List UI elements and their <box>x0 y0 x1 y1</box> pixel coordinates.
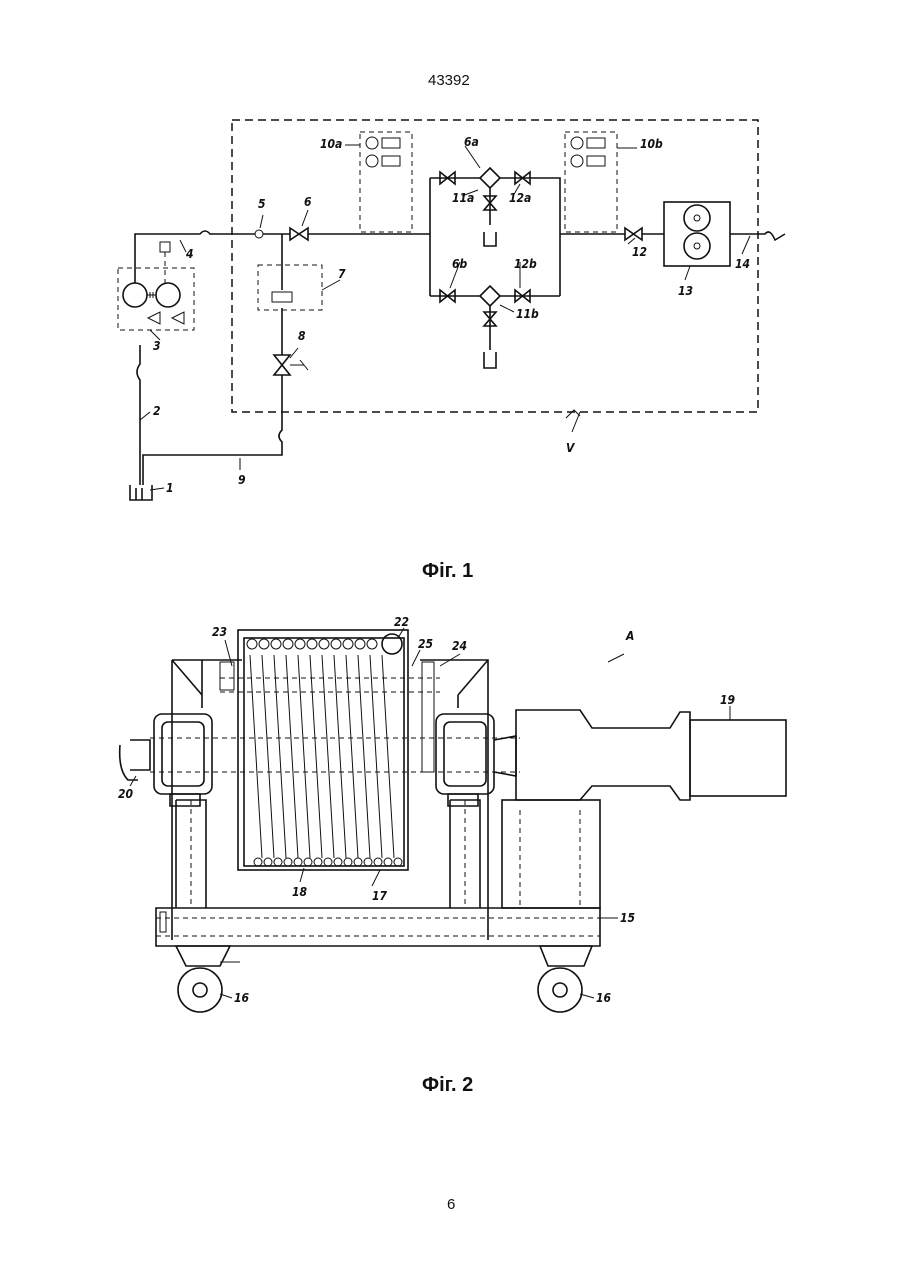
label-2: 2 <box>153 404 161 418</box>
label-1: 1 <box>166 481 174 495</box>
pump-valves <box>148 312 184 324</box>
wheel-right <box>538 968 582 1012</box>
return-line <box>143 234 282 485</box>
label-16-left: 16 <box>234 991 250 1005</box>
gauge-box <box>160 242 170 252</box>
label-12a: 12a <box>509 191 531 205</box>
pressure-line <box>135 231 230 283</box>
label-20: 20 <box>118 787 134 801</box>
relief-valve-box <box>258 265 322 310</box>
label-5: 5 <box>258 197 266 211</box>
relief-valve <box>272 292 292 302</box>
label-8: 8 <box>298 329 306 343</box>
label-17: 17 <box>372 889 388 903</box>
suction-line <box>137 345 140 485</box>
gear-motor <box>516 710 690 800</box>
crank-20 <box>120 745 138 780</box>
label-14: 14 <box>735 257 750 271</box>
page-number: 6 <box>447 1196 455 1213</box>
tube-ends-top <box>247 639 377 649</box>
shaft <box>150 738 520 772</box>
label-25: 25 <box>418 637 433 651</box>
label-22: 22 <box>394 615 409 629</box>
motor-19 <box>690 720 786 796</box>
label-15: 15 <box>620 911 635 925</box>
wheel-left <box>178 968 222 1012</box>
pump-symbol <box>123 283 147 307</box>
label-13: 13 <box>678 284 693 298</box>
label-10a: 10a <box>320 137 342 151</box>
check-valve-5 <box>255 230 263 238</box>
valve-12 <box>625 228 642 240</box>
label-11b: 11b <box>516 307 539 321</box>
frame-legs <box>176 800 480 908</box>
flow-meter-13 <box>664 202 730 266</box>
label-19: 19 <box>720 693 736 707</box>
label-11a: 11a <box>452 191 474 205</box>
base-frame <box>156 908 600 946</box>
figure-1-schematic: 1 2 3 4 5 6 7 8 9 10a 10b 6a 11a 12a 6b … <box>0 0 900 530</box>
motor-symbol <box>156 283 180 307</box>
label-V: V <box>566 441 576 455</box>
coupling <box>147 292 156 298</box>
label-3: 3 <box>153 339 161 353</box>
label-16-right: 16 <box>596 991 612 1005</box>
label-6b: 6b <box>452 257 468 271</box>
label-6: 6 <box>304 195 312 209</box>
valve-6 <box>290 228 308 240</box>
label-4: 4 <box>186 247 194 261</box>
label-18: 18 <box>292 885 308 899</box>
label-6a: 6a <box>464 135 479 149</box>
reservoir <box>130 485 152 500</box>
valve-8-actuator <box>290 360 308 370</box>
label-9: 9 <box>238 473 246 487</box>
valve-8 <box>274 355 290 375</box>
label-23: 23 <box>212 625 227 639</box>
tube-ends-bottom <box>254 858 402 866</box>
label-12b: 12b <box>514 257 537 271</box>
drain-lines <box>484 188 496 368</box>
label-10b: 10b <box>640 137 663 151</box>
figure-1-caption: Фіг. 1 <box>422 560 473 583</box>
drum-tubes <box>250 655 394 858</box>
label-A: A <box>625 629 634 643</box>
label-12: 12 <box>632 245 647 259</box>
label-7: 7 <box>338 267 346 281</box>
figure-2-caption: Фіг. 2 <box>422 1074 473 1097</box>
figure-2-machine: A 23 22 25 24 19 20 18 17 15 16 16 <box>0 600 900 1070</box>
label-24: 24 <box>452 639 467 653</box>
motor-stand <box>502 800 600 908</box>
